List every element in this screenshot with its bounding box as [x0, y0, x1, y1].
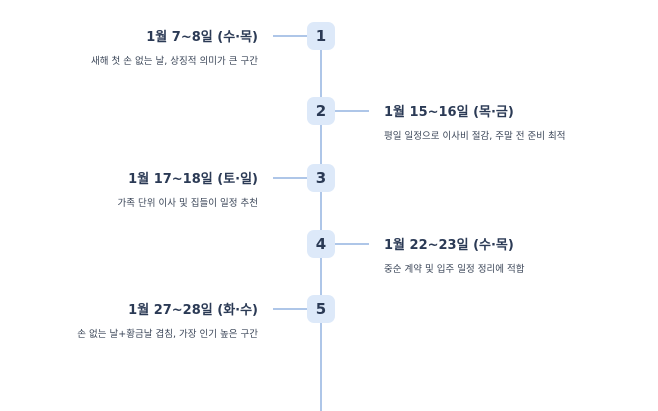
step-number-badge: 1: [307, 22, 335, 50]
connector-line: [273, 35, 307, 37]
item-title: 1월 15~16일 (목·금): [384, 105, 514, 120]
connector-line: [273, 308, 307, 310]
item-description: 손 없는 날+황금날 겹침, 가장 인기 높은 구간: [77, 329, 258, 340]
item-title: 1월 27~28일 (화·수): [128, 303, 258, 318]
item-description: 가족 단위 이사 및 집들이 일정 추천: [117, 198, 258, 209]
timeline-item-1: 1월 7~8일 (수·목) 새해 첫 손 없는 날, 상징적 의미가 큰 구간 …: [0, 22, 658, 78]
timeline-item-3: 1월 17~18일 (토·일) 가족 단위 이사 및 집들이 일정 추천 3: [0, 164, 658, 220]
timeline-item-5: 1월 27~28일 (화·수) 손 없는 날+황금날 겹침, 가장 인기 높은 …: [0, 295, 658, 351]
item-title: 1월 22~23일 (수·목): [384, 238, 514, 253]
timeline-item-2: 2 1월 15~16일 (목·금) 평일 일정으로 이사비 절감, 주말 전 준…: [0, 97, 658, 153]
step-number-badge: 2: [307, 97, 335, 125]
timeline-item-4: 4 1월 22~23일 (수·목) 중순 계약 및 입주 일정 정리에 적합: [0, 230, 658, 286]
item-description: 중순 계약 및 입주 일정 정리에 적합: [384, 264, 525, 275]
item-title: 1월 7~8일 (수·목): [146, 30, 258, 45]
item-description: 평일 일정으로 이사비 절감, 주말 전 준비 최적: [384, 131, 566, 142]
step-number-badge: 4: [307, 230, 335, 258]
item-description: 새해 첫 손 없는 날, 상징적 의미가 큰 구간: [90, 56, 258, 67]
connector-line: [335, 243, 369, 245]
item-title: 1월 17~18일 (토·일): [128, 172, 258, 187]
step-number-badge: 3: [307, 164, 335, 192]
connector-line: [273, 177, 307, 179]
timeline-spine: [320, 28, 322, 411]
connector-line: [335, 110, 369, 112]
step-number-badge: 5: [307, 295, 335, 323]
